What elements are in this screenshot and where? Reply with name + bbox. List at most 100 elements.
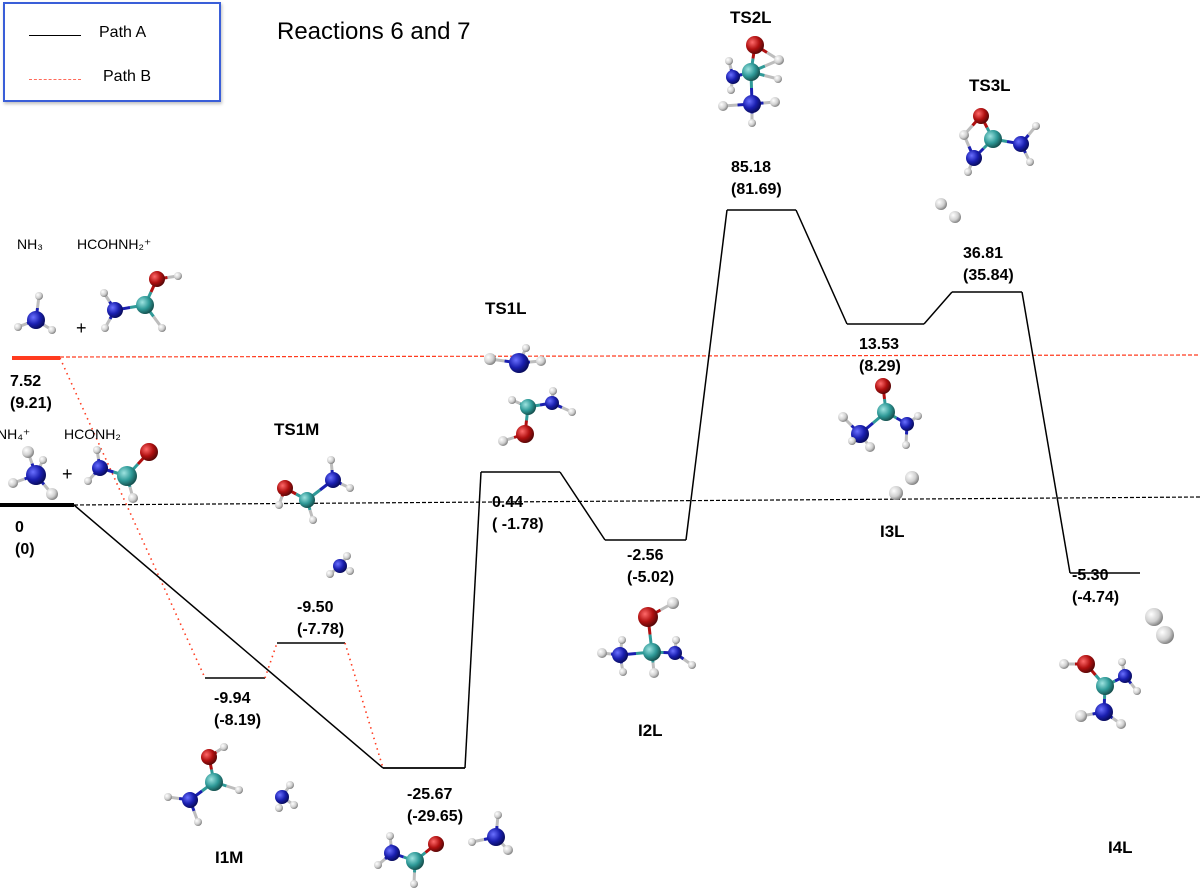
molecule-hcohnh2-plus-atom-n3 xyxy=(107,302,123,318)
molecule-nh3-atom-h2 xyxy=(14,323,22,331)
molecule-i3l-atom-h8 xyxy=(902,441,910,449)
molecule-nh3-atom-h3 xyxy=(48,326,56,334)
connector-ts2l-i3l xyxy=(795,209,848,325)
molecule-ts1l-atom-n3 xyxy=(545,396,559,410)
legend-label-path-a: Path A xyxy=(99,24,147,41)
molecule-i3l-atom-h5 xyxy=(865,442,875,452)
molecule-i2l-atom-o1 xyxy=(638,607,658,627)
molecule-nh3-atom-n0 xyxy=(27,311,45,329)
molecule-ts2l-atom-h2 xyxy=(774,55,784,65)
species-label-nh3: NH₃ xyxy=(17,236,43,252)
energy-label-i2l: -2.56(-5.02) xyxy=(627,547,675,586)
molecule-ts1m-nh3-atom-h3 xyxy=(326,570,334,578)
molecule-i4l-atom-h5 xyxy=(1133,687,1141,695)
molecule-i1m-nh3-atom-n0 xyxy=(275,790,289,804)
state-name-i1m: I1M xyxy=(215,848,244,867)
path-b-reference-line xyxy=(59,354,1200,358)
molecule-ts1m-atom-h5 xyxy=(346,484,354,492)
molecule-ts3l-atom-h6 xyxy=(1032,122,1040,130)
molecule-i2l-atom-h4 xyxy=(597,648,607,658)
molecule-i4l-atom-h8 xyxy=(1116,719,1126,729)
molecule-hconh2-atom-c0 xyxy=(117,466,137,486)
molecule-nh4-plus-atom-h2 xyxy=(8,478,18,488)
molecule-p25-atom-o1 xyxy=(428,836,444,852)
molecule-ts1l-atom-c0 xyxy=(520,399,536,415)
molecule-ts1m-atom-o1 xyxy=(277,480,293,496)
molecule-p25-atom-h5 xyxy=(410,880,418,888)
molecule-ts2l-atom-n7 xyxy=(743,95,761,113)
molecule-nh4-plus-atom-h1 xyxy=(22,446,34,458)
molecule-ts2l-atom-n3 xyxy=(726,70,740,84)
molecule-i2l-atom-h10 xyxy=(649,668,659,678)
molecule-hconh2-atom-n2 xyxy=(92,460,108,476)
molecule-ts3l-atom-o1 xyxy=(973,108,989,124)
molecule-i3l-atom-n2 xyxy=(851,425,869,443)
legend-swatch-path-b xyxy=(29,79,81,80)
plus-sign-upper: + xyxy=(76,318,87,338)
molecule-i1m-atom-h5 xyxy=(194,818,202,826)
connector-i3l-ts3l xyxy=(923,291,953,325)
molecule-ts2l-atom-h8 xyxy=(718,101,728,111)
molecule-ts3l-atom-h7 xyxy=(1026,158,1034,166)
molecule-p25-nh3-atom-h2 xyxy=(468,838,476,846)
legend: Path A Path B xyxy=(3,2,221,102)
molecule-i3l-atom-h4 xyxy=(848,437,856,445)
molecule-ts2l-atom-h5 xyxy=(727,86,735,94)
molecule-i4l-atom-h7 xyxy=(1075,710,1087,722)
energy-label-ts2l: 85.18(81.69) xyxy=(731,159,782,198)
molecule-ts2l-atom-h10 xyxy=(748,119,756,127)
molecule-i3l-atom-o1 xyxy=(875,378,891,394)
molecule-p25-atom-c0 xyxy=(406,852,424,870)
molecule-ts1l-nh4-atom-h1 xyxy=(484,353,496,365)
molecule-ts2l-atom-h6 xyxy=(774,75,782,83)
molecule-i2l-atom-h5 xyxy=(618,636,626,644)
molecule-i4l-atom-h4 xyxy=(1118,658,1126,666)
molecule-ts1l-atom-o1 xyxy=(516,425,534,443)
energy-label-ts3l: 36.81(35.84) xyxy=(963,245,1014,284)
molecule-ts3l-atom-h2 xyxy=(959,130,969,140)
molecule-i3l-h2-atom-a xyxy=(905,471,919,485)
connector-i1m-ts1m xyxy=(264,642,278,679)
molecule-i4l-atom-n6 xyxy=(1095,703,1113,721)
molecule-ts3l-atom-n5 xyxy=(1013,136,1029,152)
molecule-ts3l-atom-h4 xyxy=(964,168,972,176)
molecule-i3l-atom-h7 xyxy=(914,412,922,420)
molecule-p25-nh3-atom-n0 xyxy=(487,828,505,846)
energy-label-ts1l: 0.44( -1.78) xyxy=(492,494,544,533)
energy-label-r0: 0(0) xyxy=(15,519,35,558)
molecule-hconh2-atom-h5 xyxy=(128,493,138,503)
molecule-ts1l-atom-h2 xyxy=(498,436,508,446)
molecule-i2l-atom-h9 xyxy=(688,661,696,669)
molecule-hcohnh2-plus-atom-c0 xyxy=(136,296,154,314)
molecule-ts1l-atom-h4 xyxy=(549,387,557,395)
molecule-i2l-atom-n3 xyxy=(612,647,628,663)
molecule-i3l-atom-c0 xyxy=(877,403,895,421)
molecule-ts2l-atom-o1 xyxy=(746,36,764,54)
molecule-ts1m-atom-n3 xyxy=(325,472,341,488)
connector-p25-ts1l xyxy=(464,471,482,769)
connector-i2l-ts2l xyxy=(685,209,728,541)
species-label-hcohnh2-plus: HCOHNH₂⁺ xyxy=(77,236,152,252)
molecule-i3l-atom-h3 xyxy=(838,412,848,422)
legend-label-path-b: Path B xyxy=(103,68,152,85)
state-name-ts1l: TS1L xyxy=(485,299,527,318)
molecule-ts1l-nh4-atom-h3 xyxy=(536,356,546,366)
energy-label-p25: -25.67(-29.65) xyxy=(407,786,464,825)
molecule-ts1l-nh4-atom-h2 xyxy=(522,344,530,352)
molecule-i2l-atom-h8 xyxy=(672,636,680,644)
molecule-hcohnh2-plus-atom-h4 xyxy=(100,289,108,297)
molecule-nh4-plus-atom-n0 xyxy=(26,465,46,485)
connector-ts1m-p25 xyxy=(344,642,384,769)
state-name-i4l: I4L xyxy=(1108,838,1133,857)
legend-swatch-path-a xyxy=(29,35,81,36)
connector-ts3l-i4l xyxy=(1021,291,1071,574)
molecule-i4l-h2-atom-b xyxy=(1156,626,1174,644)
molecule-i1m-atom-h2 xyxy=(220,743,228,751)
state-name-ts3l: TS3L xyxy=(969,76,1011,95)
molecule-ts1m-atom-c0 xyxy=(299,492,315,508)
molecule-hcohnh2-plus-atom-h6 xyxy=(158,324,166,332)
molecule-hcohnh2-plus-atom-h5 xyxy=(101,324,109,332)
molecule-i1m-nh3-atom-h1 xyxy=(286,781,294,789)
molecule-i4l-atom-o1 xyxy=(1077,655,1095,673)
